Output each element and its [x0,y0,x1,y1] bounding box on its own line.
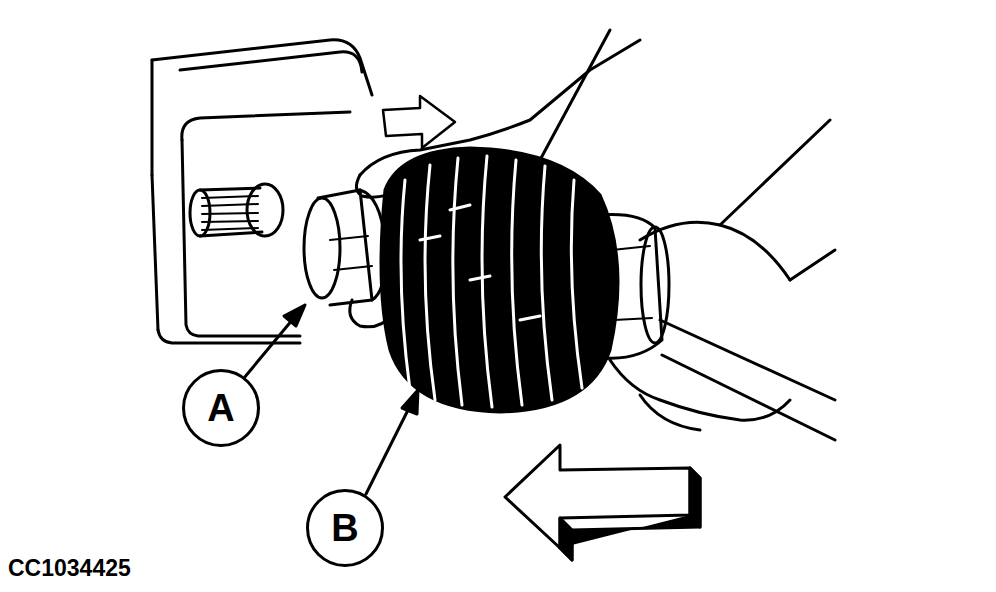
callout-letter: A [207,389,234,427]
callout-letter: B [331,509,358,547]
figure-code: CC1034425 [8,557,131,580]
callout-circle: B [306,489,384,567]
callout-circle: A [182,369,260,447]
